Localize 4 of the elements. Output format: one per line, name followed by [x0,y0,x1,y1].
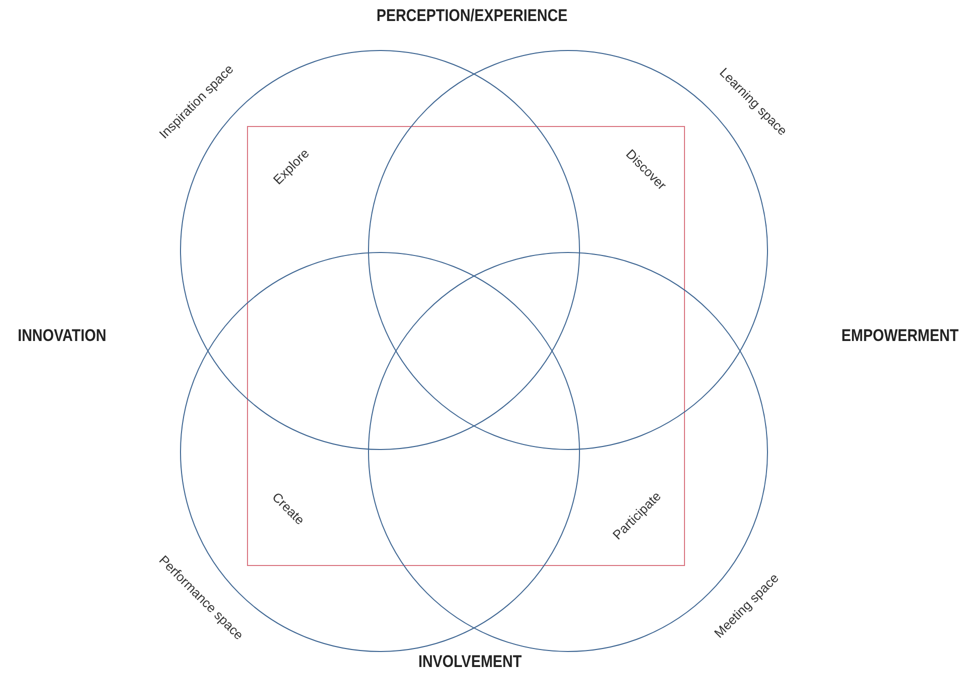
axis-heading: EMPOWERMENT [841,326,959,346]
axis-heading: INNOVATION [18,326,106,346]
axis-heading: INVOLVEMENT [418,652,522,672]
axis-heading: PERCEPTION/EXPERIENCE [376,6,568,26]
